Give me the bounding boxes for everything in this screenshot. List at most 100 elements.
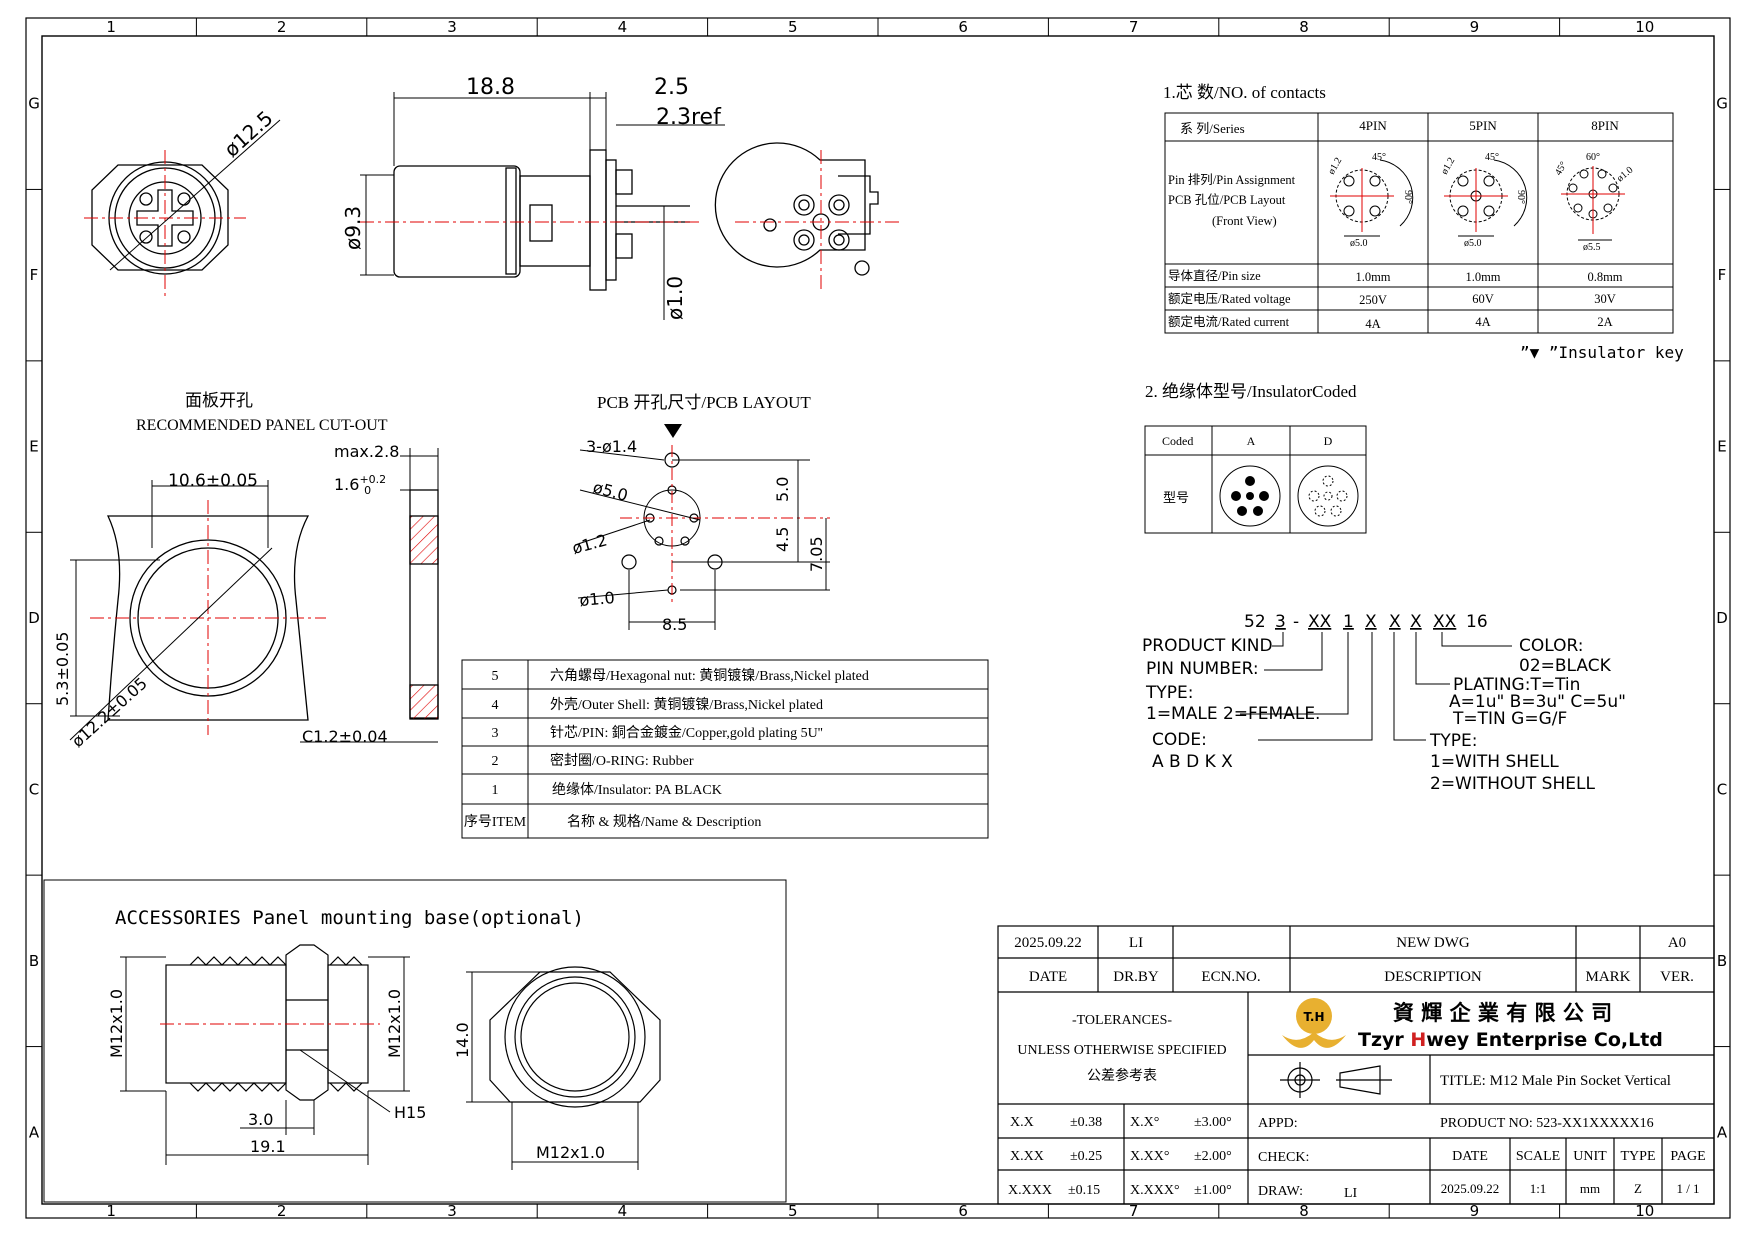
pin5-dim-c: 90° — [1515, 190, 1526, 204]
svg-text:16: 16 — [1466, 612, 1488, 632]
rear-mark-hole — [763, 218, 777, 232]
insulator-model-label: 型号 — [1163, 490, 1189, 505]
part-code: 52 3 - XX 1 X X X XX 16 — [1244, 612, 1488, 632]
grid-col-top-5: 5 — [788, 18, 798, 36]
grid-row-right-D: D — [1716, 609, 1728, 627]
acc-dim-3: 3.0 — [248, 1110, 273, 1129]
check-label: CHECK: — [1258, 1150, 1309, 1165]
grid-col-bottom-2: 2 — [277, 1202, 287, 1220]
tol-row-2-b: ±0.25 — [1070, 1149, 1102, 1164]
plating-label: PLATING:T=Tin — [1453, 675, 1580, 695]
company-name-cn: 資 輝 企 業 有 限 公 司 — [1393, 1001, 1612, 1025]
contacts-table — [1164, 112, 1674, 334]
pin5-dim-b: 45° — [1485, 152, 1499, 163]
h2-page: PAGE — [1670, 1149, 1705, 1164]
contacts-series-label: 系 列/Series — [1180, 121, 1245, 136]
panel-thickness-max: max.2.8 — [334, 442, 399, 461]
contacts-col-8pin: 8PIN — [1591, 118, 1619, 133]
pcb-dim-5: 5.0 — [773, 477, 792, 502]
contacts-col-4pin: 4PIN — [1359, 118, 1387, 133]
rear-pin-4 — [828, 229, 850, 251]
svg-text:XX: XX — [1308, 612, 1332, 632]
bom-no-2: 2 — [492, 754, 499, 769]
side-pin-top — [615, 169, 633, 195]
acc-dim-14: 14.0 — [453, 1022, 472, 1058]
pin-size-8: 0.8mm — [1587, 270, 1622, 284]
grid-col-bottom-6: 6 — [958, 1202, 968, 1220]
pin8-dim-b: 60° — [1586, 152, 1600, 163]
insulator-key-note: ”▼ ”Insulator key — [1520, 343, 1684, 362]
pin4-dim-a: ø1.2 — [1326, 156, 1344, 177]
pin-size-label: 导体直径/Pin size — [1168, 269, 1261, 283]
pin8-dim-a: 45° — [1553, 160, 1570, 178]
panel-title-cn: 面板开孔 — [185, 391, 253, 410]
voltage-5: 60V — [1472, 292, 1494, 306]
tol-row-3-a: X.XXX — [1008, 1183, 1052, 1198]
pin8-dim-c: ø1.0 — [1615, 165, 1635, 185]
pcb-layout-view — [574, 445, 830, 630]
bom-no-1: 1 — [492, 783, 499, 798]
drawing-title: TITLE: M12 Male Pin Socket Vertical — [1440, 1073, 1671, 1089]
type2-value-1: 1=WITH SHELL — [1430, 752, 1559, 772]
svg-text:-: - — [1293, 612, 1299, 632]
h2-date: DATE — [1452, 1149, 1488, 1164]
tolerances-note: UNLESS OTHERWISE SPECIFIED — [1017, 1043, 1226, 1058]
grid-col-top-4: 4 — [618, 18, 628, 36]
pin4-dim-c: 90° — [1402, 190, 1413, 204]
rear-body — [714, 142, 866, 268]
panel-outline — [106, 515, 310, 721]
tolerances-title: -TOLERANCES- — [1072, 1013, 1172, 1028]
tol-row-3-b: ±0.15 — [1068, 1183, 1100, 1198]
grid-col-top-2: 2 — [277, 18, 287, 36]
front-pin-2 — [177, 192, 191, 206]
tol-row-2-d: ±2.00° — [1194, 1149, 1232, 1164]
grid-col-top-1: 1 — [106, 18, 116, 36]
side-oring-1 — [505, 167, 517, 275]
h-date: DATE — [1029, 969, 1067, 985]
h2-scale: SCALE — [1516, 1149, 1560, 1164]
appd-label: APPD: — [1258, 1116, 1298, 1131]
contacts-title: 1.芯 数/NO. of contacts — [1163, 83, 1326, 102]
pin4-dim-b: 45° — [1372, 152, 1386, 163]
bom-table — [461, 659, 989, 839]
insulator-code-a: A — [1247, 434, 1256, 448]
rear-pin-2 — [793, 229, 815, 251]
tol-row-2-a: X.XX — [1010, 1149, 1044, 1164]
pin5-dim-a: ø1.2 — [1439, 156, 1457, 177]
pin-diagram-5pin — [1444, 159, 1528, 237]
rear-flange — [838, 175, 879, 235]
panel-title-en: RECOMMENDED PANEL CUT-OUT — [136, 417, 388, 434]
insulator-code-d: D — [1324, 434, 1333, 448]
grid-row-left-B: B — [29, 952, 39, 970]
side-view — [360, 92, 725, 320]
assignment-label-2: PCB 孔位/PCB Layout — [1168, 192, 1286, 207]
code-label: CODE: — [1152, 730, 1207, 750]
grid-row-left-G: G — [28, 95, 40, 113]
company-name-en: Tzyr Hwey Enterprise Co,Ltd — [1358, 1029, 1663, 1051]
rev-by: LI — [1129, 935, 1143, 951]
product-kind-label: PRODUCT KIND — [1142, 636, 1273, 656]
bom-header-desc: 名称 & 规格/Name & Description — [567, 814, 761, 830]
rear-pin-1 — [793, 194, 815, 216]
svg-text:3: 3 — [1275, 612, 1286, 632]
front-dia-leader — [109, 119, 281, 271]
current-8: 2A — [1597, 315, 1612, 329]
h-ver: VER. — [1660, 969, 1694, 985]
contacts-col-5pin: 5PIN — [1469, 118, 1497, 133]
title-block-lines — [997, 925, 1715, 1205]
svg-text:X: X — [1365, 612, 1377, 632]
side-flange-2 — [605, 159, 617, 281]
dim-diameter: ø9.3 — [341, 206, 365, 250]
assignment-label-3: (Front View) — [1212, 214, 1277, 228]
tol-row-2-c: X.XX° — [1130, 1149, 1169, 1164]
h-drby: DR.BY — [1113, 969, 1159, 985]
accessories-frame — [43, 879, 787, 1203]
svg-text:X: X — [1410, 612, 1422, 632]
color-label: COLOR: — [1519, 636, 1584, 656]
v2-type: Z — [1634, 1181, 1642, 1196]
type-values: 1=MALE 2=FEMALE. — [1146, 704, 1320, 724]
front-key-cross — [136, 189, 194, 247]
panel-chamfer: C1.2±0.04 — [302, 727, 388, 746]
svg-text:1: 1 — [1343, 612, 1354, 632]
